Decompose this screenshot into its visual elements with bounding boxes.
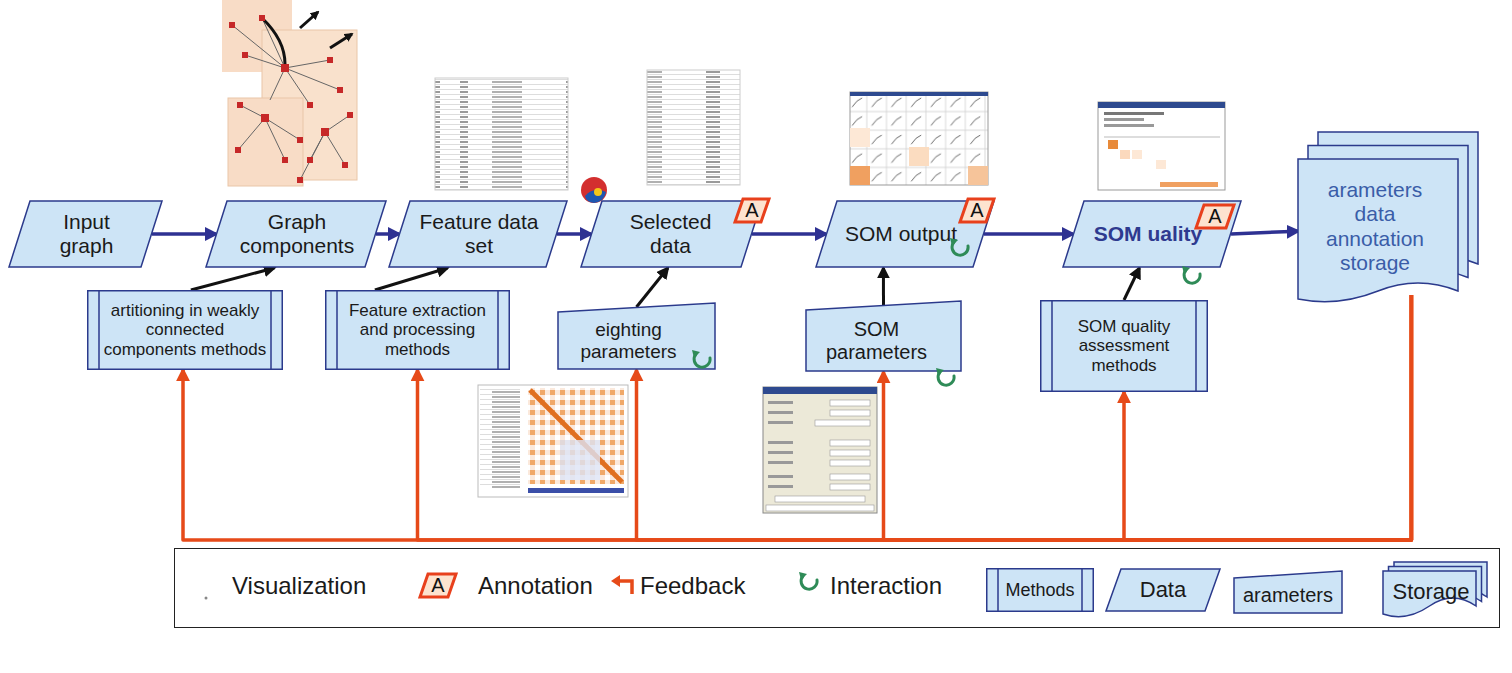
graph-thumbnail — [222, 0, 357, 186]
feedback-icon — [611, 575, 632, 594]
legend-text: Annotation — [478, 570, 608, 602]
node-text: Graph components — [233, 210, 361, 258]
legend-text: Feedback — [640, 572, 760, 600]
data-box: Graph components — [205, 200, 387, 268]
method-box: artitioning in weakly connected componen… — [87, 290, 283, 370]
flow-arrow — [376, 232, 399, 236]
annotation-marker: A — [418, 572, 458, 599]
legend-data-shape: Data — [1105, 568, 1221, 612]
flow-arrow — [882, 268, 885, 305]
visualization-mark — [205, 597, 208, 600]
legend-text: Visualization — [232, 572, 372, 600]
legend-text: Storage — [1387, 579, 1475, 604]
annotation-marker: A — [1194, 203, 1236, 230]
storage-box: arameters data annotation storage — [1298, 132, 1478, 303]
data-box: Feature data set — [388, 200, 568, 268]
som-parameter-dialog-thumbnail — [763, 387, 877, 513]
annotation-marker: A — [733, 197, 771, 224]
flow-arrow — [752, 232, 826, 236]
node-text: Input graph — [36, 210, 137, 258]
som-map-thumbnail — [850, 92, 988, 185]
annotation-letter: A — [422, 574, 454, 597]
flow-arrow — [191, 268, 274, 290]
node-text: Feature extraction and processing method… — [340, 301, 495, 360]
legend-storage-shape: Storage — [1383, 562, 1487, 618]
parameter-box: eighting parameters — [557, 302, 716, 370]
flow-arrow — [984, 232, 1073, 236]
legend-text: Feedback — [640, 570, 760, 602]
feature-ball-icon — [581, 177, 607, 203]
annotation-marker: A — [958, 197, 996, 224]
annotation-letter: A — [737, 199, 767, 222]
table-thumbnail — [435, 70, 740, 190]
flow-arrow — [375, 268, 448, 290]
legend-parameter-shape: arameters — [1233, 570, 1343, 614]
feedback-arrow — [637, 295, 1412, 540]
legend-text: Methods — [1000, 580, 1080, 601]
weight-heatmap-thumbnail — [478, 385, 628, 497]
flow-arrow — [152, 232, 216, 236]
quality-window-thumbnail — [1098, 102, 1225, 190]
node-text: SOM parameters — [815, 318, 938, 364]
annotation-letter: A — [1198, 205, 1232, 228]
flow-arrow — [557, 232, 591, 236]
method-box: SOM quality assessment methods — [1040, 300, 1208, 392]
node-text: eighting parameters — [567, 319, 690, 363]
parameter-box: SOM parameters — [805, 300, 962, 372]
legend-text: Visualization — [232, 570, 372, 602]
node-text: arameters data annotation storage — [1312, 178, 1438, 275]
node-text: Selected data — [608, 210, 733, 258]
node-text: SOM output — [843, 222, 959, 246]
legend-method-shape: Methods — [986, 568, 1094, 612]
data-box: Input graph — [8, 200, 163, 268]
legend-text: Interaction — [830, 570, 960, 602]
node-text: Feature data set — [416, 210, 542, 258]
feedback-arrow — [884, 295, 1412, 540]
feedback-arrow — [183, 295, 1411, 540]
legend-text: arameters — [1239, 584, 1337, 607]
method-box: Feature extraction and processing method… — [325, 290, 510, 370]
legend-text: Annotation — [478, 572, 608, 600]
flow-arrow — [1231, 231, 1298, 234]
node-text: artitioning in weakly connected componen… — [103, 301, 267, 360]
flow-arrow — [1124, 268, 1139, 300]
legend-text: Interaction — [830, 572, 960, 600]
flow-arrow — [637, 268, 668, 307]
node-text: SOM quality assessment methods — [1058, 317, 1190, 376]
feedback-arrow — [418, 295, 1412, 540]
annotation-letter: A — [962, 199, 992, 222]
node-text: SOM uality — [1090, 222, 1206, 246]
data-box: Selected data — [580, 200, 763, 268]
legend-text: Data — [1123, 577, 1203, 602]
